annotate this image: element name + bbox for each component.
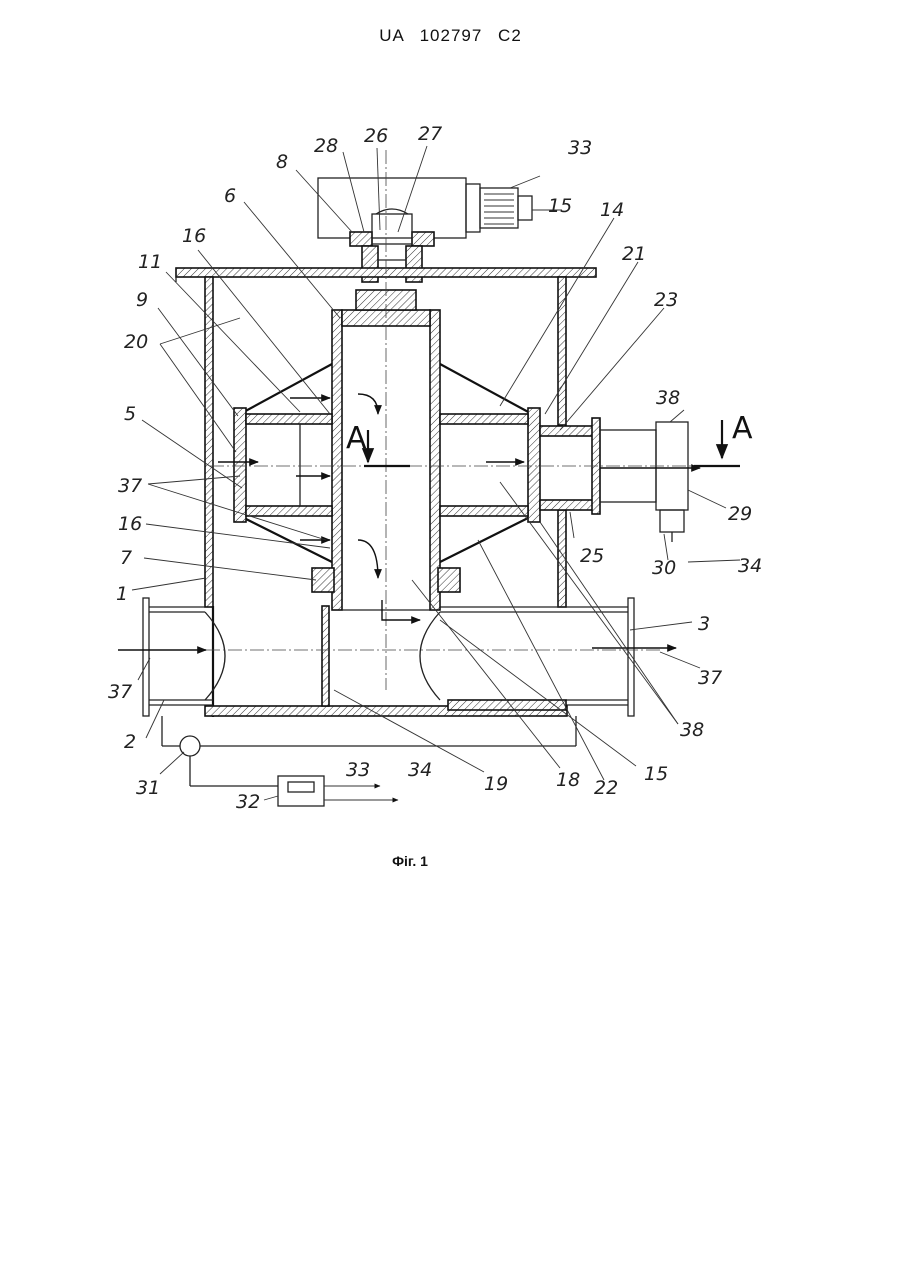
label-7: 7 <box>120 547 132 569</box>
section-mark-left: A <box>346 421 367 456</box>
label-38-bottom: 38 <box>680 719 704 741</box>
label-29: 29 <box>728 503 752 525</box>
label-34-right: 34 <box>738 555 762 577</box>
label-6: 6 <box>224 185 236 207</box>
label-15-bottom: 15 <box>644 763 668 785</box>
label-20: 20 <box>124 331 148 353</box>
label-33-top: 33 <box>568 137 592 159</box>
label-38-right: 38 <box>656 387 680 409</box>
label-16-mid: 16 <box>118 513 142 535</box>
label-3: 3 <box>698 613 710 635</box>
label-30: 30 <box>652 557 676 579</box>
label-21: 21 <box>622 243 646 265</box>
label-1: 1 <box>116 583 128 605</box>
label-18: 18 <box>556 769 580 791</box>
label-23: 23 <box>654 289 678 311</box>
label-16-top: 16 <box>182 225 206 247</box>
section-mark-right: A <box>732 411 753 446</box>
label-22: 22 <box>594 777 618 799</box>
label-37-right: 37 <box>698 667 722 689</box>
label-28: 28 <box>314 135 338 157</box>
label-32: 32 <box>236 791 260 813</box>
label-25: 25 <box>580 545 604 567</box>
label-19: 19 <box>484 773 508 795</box>
outlet-pipe <box>420 598 634 716</box>
label-9: 9 <box>136 289 148 311</box>
label-11: 11 <box>138 251 162 273</box>
label-37-left-top: 37 <box>118 475 142 497</box>
label-8: 8 <box>276 151 288 173</box>
label-5: 5 <box>124 403 136 425</box>
label-2: 2 <box>124 731 136 753</box>
figure-caption: Фіг. 1 <box>0 853 820 869</box>
label-33-bottom: 33 <box>346 759 370 781</box>
label-14: 14 <box>600 199 624 221</box>
partition-19 <box>322 606 329 706</box>
label-31: 31 <box>136 777 160 799</box>
label-26: 26 <box>364 125 388 147</box>
section-marks: A A <box>346 411 753 466</box>
label-37-left-bottom: 37 <box>108 681 132 703</box>
label-27: 27 <box>418 123 442 145</box>
label-15-top: 15 <box>548 195 572 217</box>
label-34-bottom: 34 <box>408 759 432 781</box>
